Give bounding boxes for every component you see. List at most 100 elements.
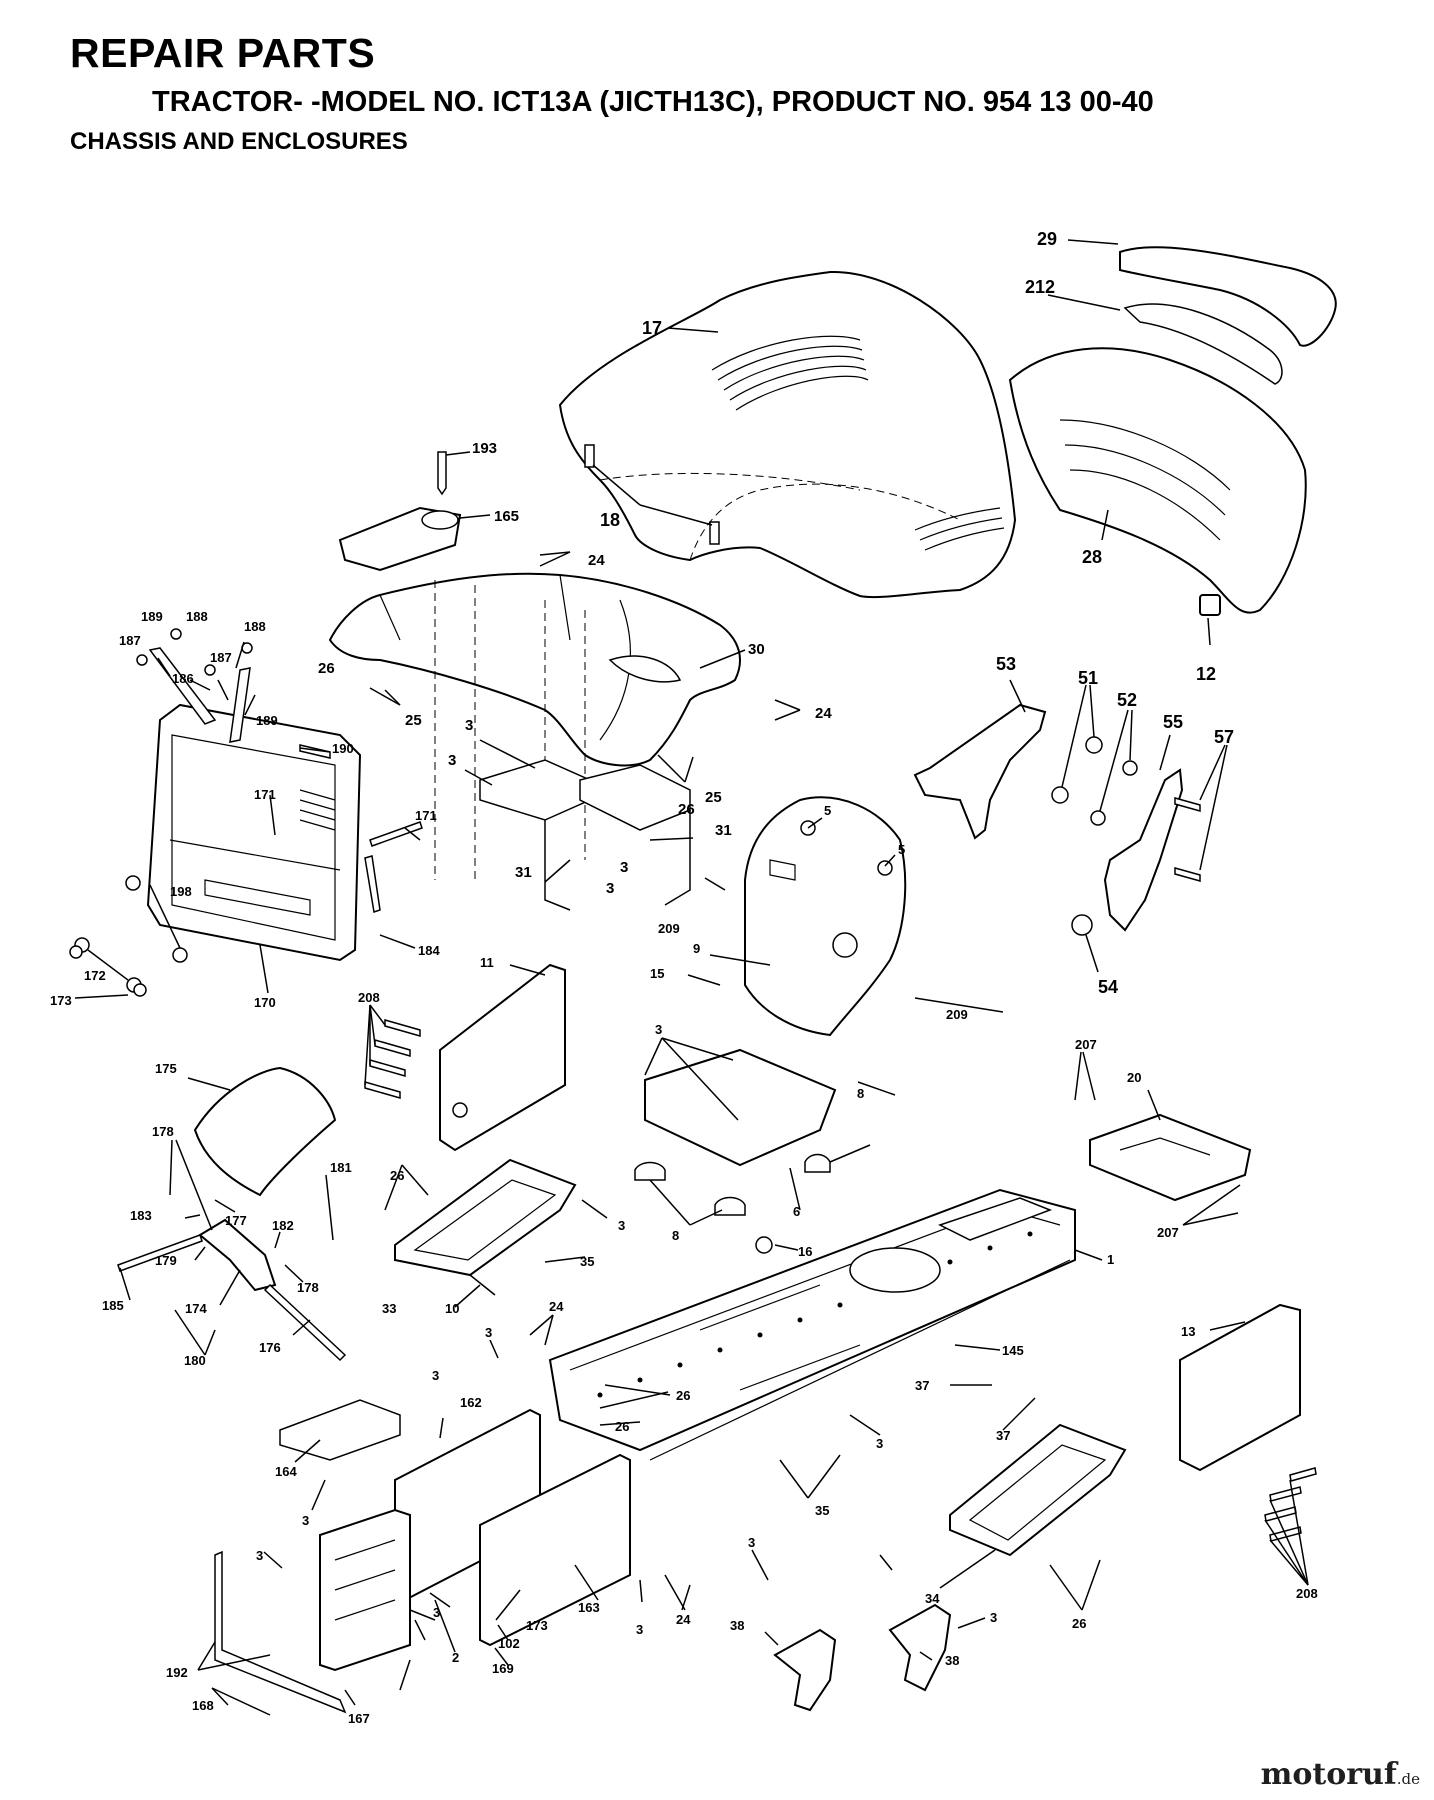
washer-187-left	[136, 654, 148, 666]
callout-178-top: 178	[152, 1124, 174, 1139]
nut-173-a	[69, 945, 83, 959]
callout-208-right: 208	[1296, 1586, 1318, 1601]
callout-12: 12	[1196, 664, 1216, 684]
callout-30: 30	[748, 641, 765, 658]
bracket-55-part	[1103, 768, 1184, 932]
callout-176: 176	[259, 1340, 281, 1355]
nut-173-b	[133, 983, 147, 997]
callout-38-left: 38	[730, 1618, 744, 1633]
dash-emblem	[608, 655, 682, 683]
rod-185-part	[117, 1234, 203, 1272]
callout-34: 34	[925, 1591, 940, 1606]
callout-207-top: 207	[1075, 1037, 1097, 1052]
footrest-33-part	[394, 1158, 577, 1277]
model-subtitle: TRACTOR- -MODEL NO. ICT13A (JICTH13C), P…	[152, 86, 1154, 118]
callout-26-left: 26	[318, 660, 335, 677]
part-drawings	[69, 246, 1337, 1714]
callout-173-left: 173	[50, 993, 72, 1008]
section-title: CHASSIS AND ENCLOSURES	[70, 128, 408, 155]
bracket-53-part	[913, 703, 1047, 840]
callout-25-left: 25	[405, 712, 422, 729]
callout-26-right: 26	[678, 801, 695, 818]
callout-162: 162	[460, 1395, 482, 1410]
callout-17: 17	[642, 318, 662, 338]
callout-3-k: 3	[256, 1548, 263, 1563]
bolts-208-right	[1264, 1467, 1317, 1542]
linkage-186-part	[148, 647, 217, 725]
washer-187-right	[204, 664, 216, 676]
pedal-174-part	[198, 1218, 277, 1292]
callout-171-right: 171	[415, 808, 437, 823]
callout-10: 10	[445, 1301, 459, 1316]
callout-37-bottom: 37	[996, 1428, 1010, 1443]
callout-5-right: 5	[898, 842, 905, 857]
washer-198-b	[172, 947, 188, 963]
callout-167: 167	[348, 1711, 370, 1726]
bracket-38-left-part	[773, 1628, 837, 1712]
callout-170: 170	[254, 995, 276, 1010]
bumper-pad-upper	[584, 444, 595, 468]
washer-52-b	[1090, 810, 1106, 826]
dash-support-part	[744, 796, 907, 1037]
grille-part	[1008, 347, 1307, 614]
callout-145: 145	[1002, 1343, 1024, 1358]
callout-163: 163	[578, 1600, 600, 1615]
callout-174: 174	[185, 1301, 207, 1316]
callout-9: 9	[693, 941, 700, 956]
callout-178-bottom: 178	[297, 1280, 319, 1295]
callout-175: 175	[155, 1061, 177, 1076]
callout-180: 180	[184, 1353, 206, 1368]
hood-vents	[711, 335, 1005, 551]
frame-holes	[597, 1231, 1033, 1398]
callout-33: 33	[382, 1301, 396, 1316]
callout-177: 177	[225, 1213, 247, 1228]
callout-193: 193	[472, 440, 497, 457]
callout-192: 192	[166, 1665, 188, 1680]
callout-31-left: 31	[515, 864, 532, 881]
bracket-31-right	[579, 764, 691, 831]
callout-172: 172	[84, 968, 106, 983]
callout-26-frame-b: 26	[615, 1419, 629, 1434]
linkage-189-part	[229, 667, 251, 743]
callout-185: 185	[102, 1298, 124, 1313]
callout-24-mid: 24	[549, 1299, 564, 1314]
callout-3-i: 3	[876, 1436, 883, 1451]
knob-54-part	[1071, 914, 1093, 936]
clamp-8-a	[634, 1161, 666, 1181]
callout-26-right-bottom: 26	[1072, 1616, 1086, 1631]
callout-51: 51	[1078, 668, 1098, 688]
callout-3-h: 3	[432, 1368, 439, 1383]
washer-52-a	[1122, 760, 1138, 776]
callout-164: 164	[275, 1464, 297, 1479]
front-bracket-20-part	[1089, 1113, 1252, 1202]
side-panel-13-part	[1179, 1303, 1301, 1472]
callout-24-bottom: 24	[676, 1612, 691, 1627]
bracket-38-right-part	[888, 1603, 952, 1692]
callout-189-bottom: 189	[256, 713, 278, 728]
callout-3-a: 3	[465, 717, 473, 734]
callout-labels: 29 212 17 28 12 193 165 18 24 30 24 25 2…	[50, 229, 1318, 1726]
side-plate-163-part	[479, 1453, 631, 1647]
callout-165: 165	[494, 508, 519, 525]
callout-18: 18	[600, 510, 620, 530]
callout-3-o: 3	[990, 1610, 997, 1625]
callout-190: 190	[332, 741, 354, 756]
callout-3-m: 3	[636, 1622, 643, 1637]
callout-171-left: 171	[254, 787, 276, 802]
callout-5-left: 5	[824, 803, 831, 818]
callout-3-e: 3	[655, 1022, 662, 1037]
nut-16-part	[755, 1236, 773, 1254]
callout-198: 198	[170, 884, 192, 899]
callout-26-mid: 26	[390, 1168, 404, 1183]
callout-187-left: 187	[119, 633, 141, 648]
callout-8-left: 8	[672, 1228, 679, 1243]
watermark-logo: motoruf.de	[1260, 1757, 1420, 1792]
callout-188-left: 188	[186, 609, 208, 624]
callout-38-right: 38	[945, 1653, 959, 1668]
callout-3-j: 3	[302, 1513, 309, 1528]
clamp-8-c	[804, 1153, 831, 1173]
battery-tray-part	[644, 1048, 837, 1167]
callout-16: 16	[798, 1244, 812, 1259]
page-title: REPAIR PARTS	[70, 30, 376, 76]
callout-8-right: 8	[857, 1086, 864, 1101]
